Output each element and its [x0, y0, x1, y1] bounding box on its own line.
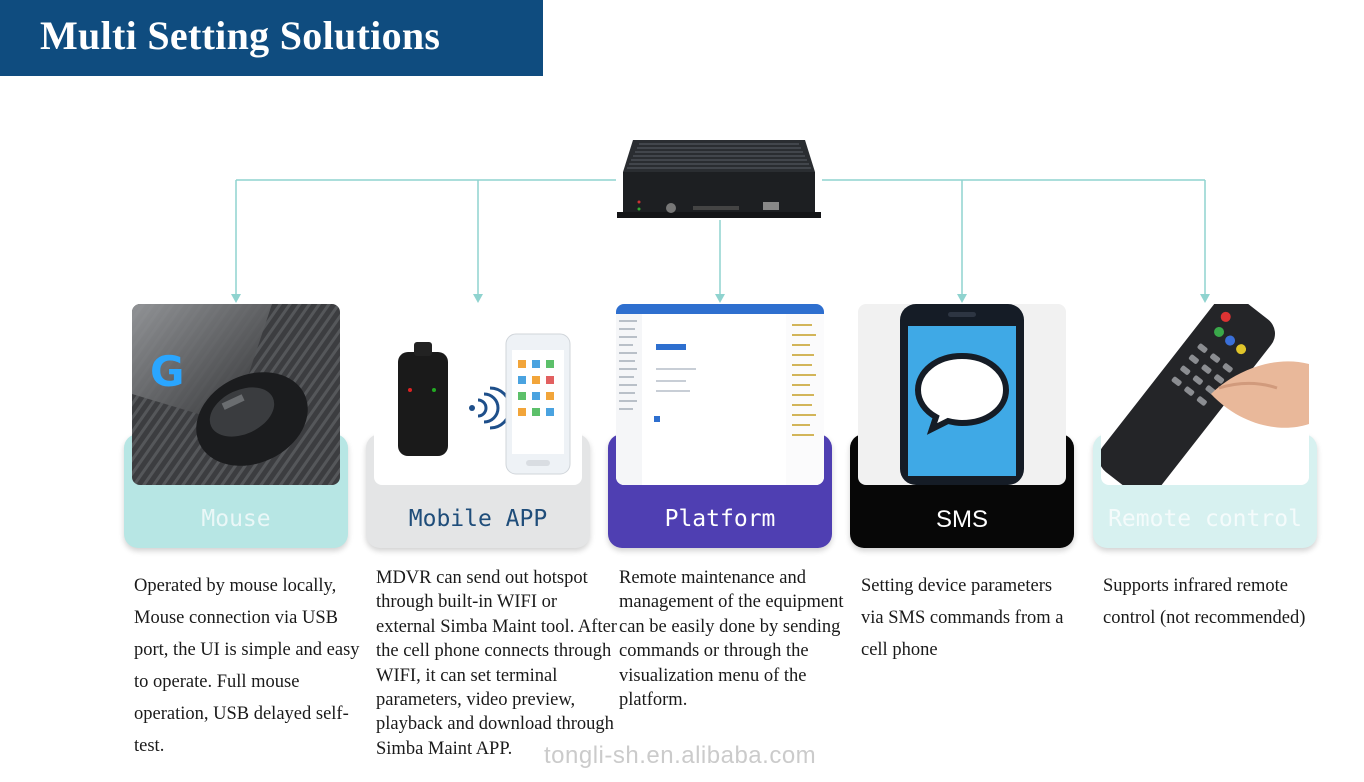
page-title: Multi Setting Solutions — [40, 13, 441, 58]
description-sms: Setting device parameters via SMS comman… — [861, 576, 1064, 660]
remote-control-icon — [1101, 304, 1309, 485]
platform-window-icon — [616, 304, 824, 485]
description-mobile-app: MDVR can send out hotspot through built-… — [376, 568, 617, 759]
card-label: Remote control — [1108, 506, 1302, 532]
svg-text:G: G — [150, 347, 184, 396]
sms-phone-icon — [858, 304, 1066, 485]
mdvr-device-icon — [617, 138, 821, 220]
mobile-app-icon — [374, 304, 582, 485]
card-mouse: G Mouse — [124, 304, 348, 548]
gaming-mouse-icon: G — [132, 304, 340, 485]
watermark: tongli-sh.en.alibaba.com — [544, 742, 817, 769]
description-platform: Remote maintenance and management of the… — [619, 568, 844, 711]
card-mobile-app: Mobile APP — [366, 304, 590, 548]
description-remote-control: Supports infrared remote control (not re… — [1103, 576, 1306, 628]
card-label: Platform — [664, 506, 776, 532]
card-sms: SMS — [850, 304, 1074, 548]
card-label: SMS — [935, 506, 988, 533]
header-banner: Multi Setting Solutions — [0, 0, 543, 76]
card-label: Mouse — [201, 506, 271, 532]
card-remote-control: Remote control — [1093, 304, 1317, 548]
card-label: Mobile APP — [408, 506, 548, 532]
card-platform: Platform — [608, 304, 832, 548]
description-mouse: Operated by mouse locally, Mouse connect… — [134, 576, 360, 756]
